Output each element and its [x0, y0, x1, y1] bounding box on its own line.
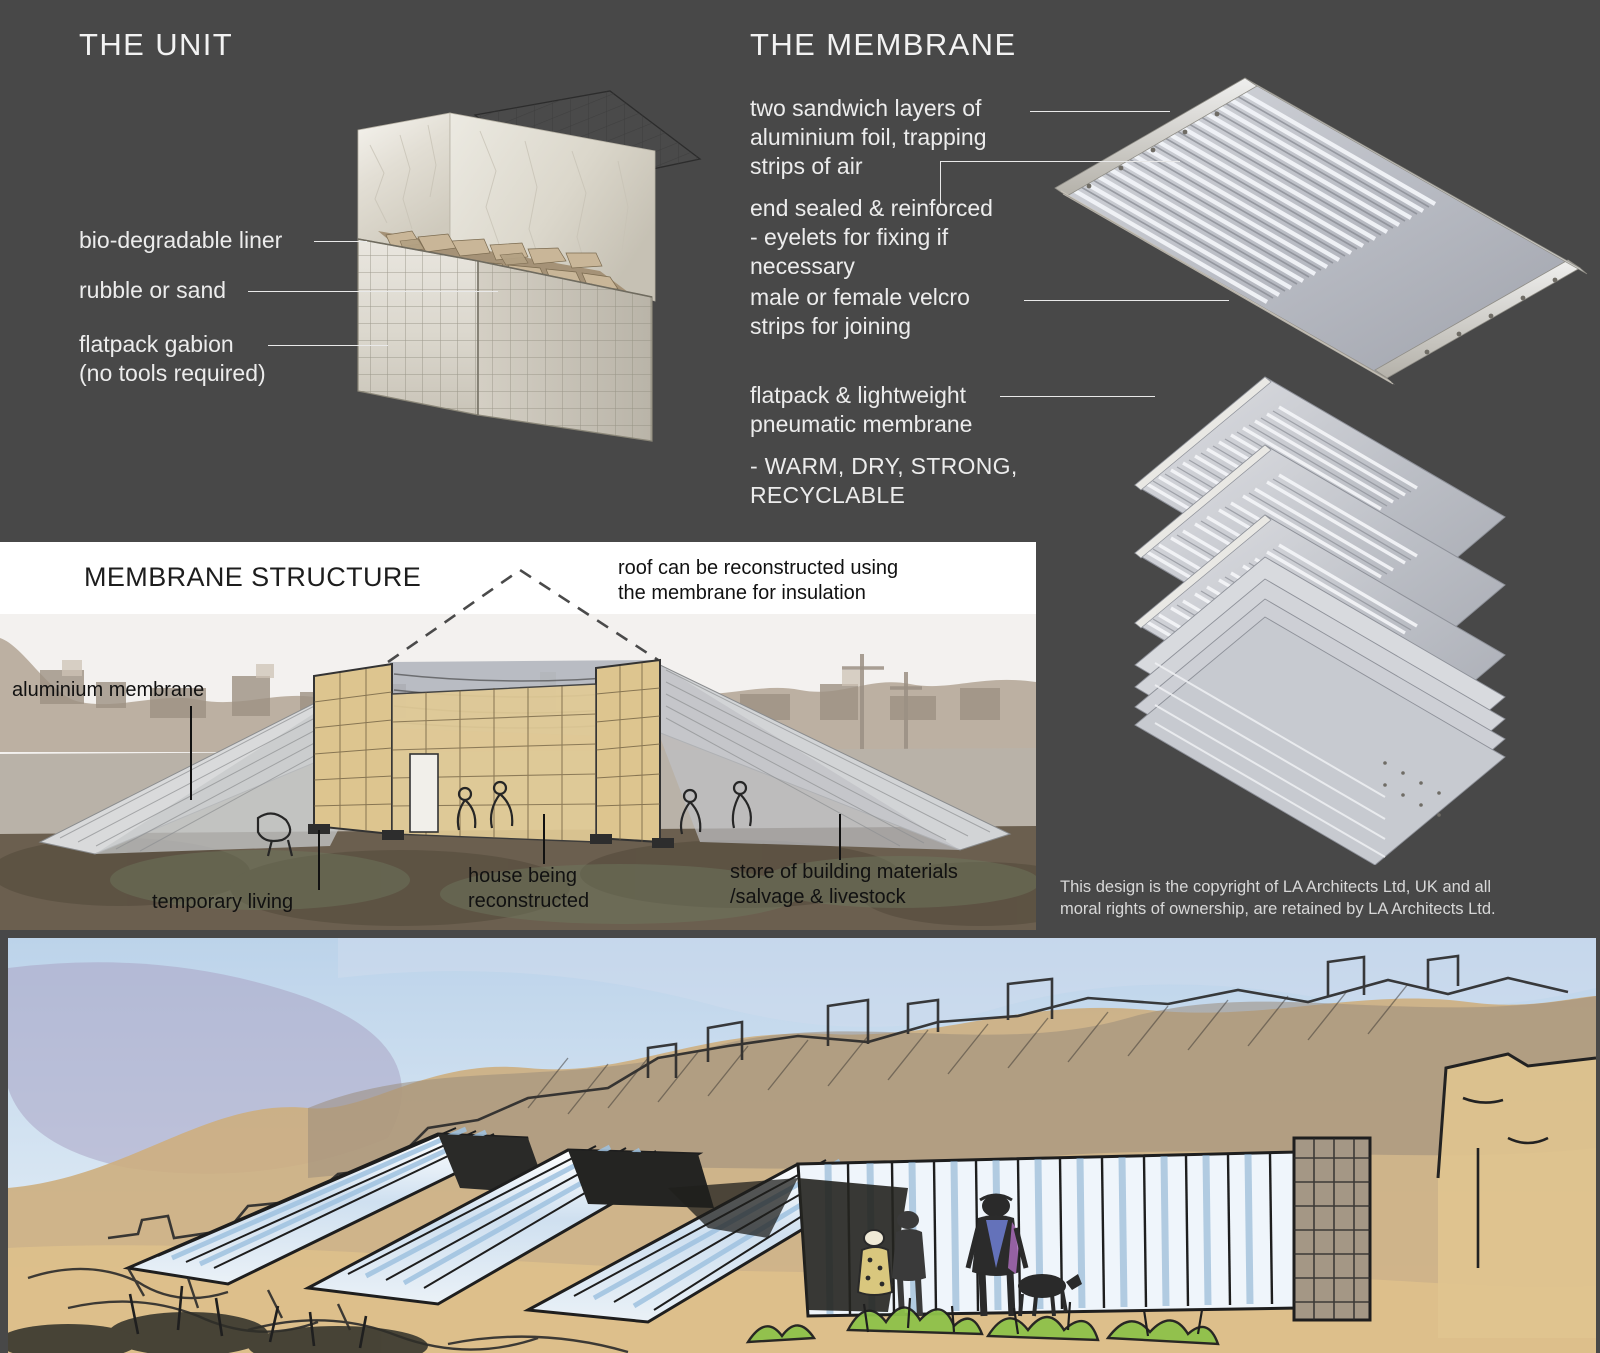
annotation-velcro-strips-line2: strips for joining: [750, 313, 912, 339]
annotation-flatpack-gabion: flatpack gabion (no tools required): [79, 330, 266, 388]
gabion-mesh-pier: [1292, 1136, 1372, 1322]
leader-line-store-of-materials: [839, 814, 841, 860]
annotation-roof-reconstructed: roof can be reconstructed using the memb…: [618, 556, 898, 606]
dog-sketch: [1018, 1274, 1082, 1317]
annotation-membrane-properties: - WARM, DRY, STRONG, RECYCLABLE: [750, 452, 1018, 510]
section-title-the-membrane: THE MEMBRANE: [750, 27, 1017, 62]
figure-sketch: [856, 1229, 894, 1296]
annotation-store-of-materials: store of building materials /salvage & l…: [730, 860, 958, 910]
copyright-notice: This design is the copyright of LA Archi…: [1060, 876, 1585, 920]
annotation-sandwich-layers: two sandwich layers of aluminium foil, t…: [750, 94, 1033, 181]
leader-line-house-reconstructed: [543, 814, 545, 864]
gabion-unit-illustration: [300, 85, 720, 485]
leader-line-aluminium-membrane: [190, 706, 192, 800]
annotation-house-being-reconstructed-line1: house being: [468, 865, 577, 887]
membrane-stack-illustration: [1085, 365, 1600, 866]
leader-line-flatpack-lightweight: [1000, 396, 1155, 397]
annotation-flatpack-gabion-line2: (no tools required): [79, 360, 266, 386]
leader-line-temporary-living: [318, 830, 320, 890]
ruined-wall: [1436, 1052, 1596, 1338]
gabion-wall: [313, 662, 393, 836]
vegetation-sketch: [745, 1297, 1220, 1346]
membrane-structure-panel: MEMBRANE STRUCTURE roof can be reconstru…: [0, 542, 1036, 930]
annotation-membrane-properties-line2: RECYCLABLE: [750, 482, 906, 508]
annotation-store-of-materials-line1: store of building materials: [730, 861, 958, 883]
annotation-membrane-properties-line1: - WARM, DRY, STRONG,: [750, 453, 1018, 479]
annotation-velcro-strips: male or female velcro strips for joining: [750, 283, 1027, 341]
annotation-store-of-materials-line2: /salvage & livestock: [730, 886, 906, 908]
annotation-sandwich-layers-line3: strips of air: [750, 153, 863, 179]
annotation-roof-reconstructed-line2: the membrane for insulation: [618, 582, 866, 604]
annotation-flatpack-lightweight: flatpack & lightweight pneumatic membran…: [750, 381, 972, 439]
annotation-flatpack-lightweight-line2: pneumatic membrane: [750, 411, 973, 437]
annotation-end-sealed: end sealed & reinforced - eyelets for fi…: [750, 194, 993, 281]
annotation-end-sealed-line3: necessary: [750, 253, 855, 279]
membrane-sheet-compressed: [1134, 556, 1506, 866]
gabion-wall: [595, 658, 661, 844]
perspective-sketch-illustration: [8, 938, 1596, 1353]
leader-line-velcro: [1024, 300, 1229, 301]
annotation-temporary-living: temporary living: [152, 891, 294, 913]
copyright-line1: This design is the copyright of LA Archi…: [1060, 878, 1492, 896]
figure-sketch: [965, 1193, 1029, 1317]
annotation-bio-degradable-liner: bio-degradable liner: [79, 227, 283, 253]
leader-line-sandwich-layers: [1030, 111, 1170, 112]
annotation-flatpack-lightweight-line1: flatpack & lightweight: [750, 382, 967, 408]
figure-sketch: [256, 780, 752, 857]
annotation-sandwich-layers-line2: aluminium foil, trapping: [750, 124, 987, 150]
annotation-house-being-reconstructed-line2: reconstructed: [468, 890, 590, 912]
leader-line-gabion: [268, 345, 388, 346]
membrane-panel-illustration: [1035, 60, 1600, 400]
annotation-house-being-reconstructed: house being reconstructed: [468, 864, 589, 914]
gabion-mesh-front: [357, 238, 479, 416]
annotation-end-sealed-line2: - eyelets for fixing if: [750, 224, 949, 250]
annotation-rubble-or-sand: rubble or sand: [79, 277, 227, 303]
gabion-mesh-right: [477, 260, 653, 442]
annotation-roof-reconstructed-line1: roof can be reconstructed using: [618, 557, 899, 579]
membrane-structure-title: MEMBRANE STRUCTURE: [84, 562, 422, 592]
annotation-sandwich-layers-line1: two sandwich layers of: [750, 95, 982, 121]
annotation-end-sealed-line1: end sealed & reinforced: [750, 195, 993, 221]
leader-line-end-sealed-top: [940, 161, 1180, 162]
leader-line-end-sealed-drop: [940, 161, 941, 205]
annotation-flatpack-gabion-line1: flatpack gabion: [79, 331, 234, 357]
leader-line-rubble: [248, 291, 498, 292]
section-title-the-unit: THE UNIT: [79, 27, 234, 62]
annotation-aluminium-membrane: aluminium membrane: [12, 679, 205, 701]
annotation-velcro-strips-line1: male or female velcro: [750, 284, 970, 310]
leader-line-liner: [314, 241, 367, 242]
copyright-line2: moral rights of ownership, are retained …: [1060, 900, 1496, 918]
